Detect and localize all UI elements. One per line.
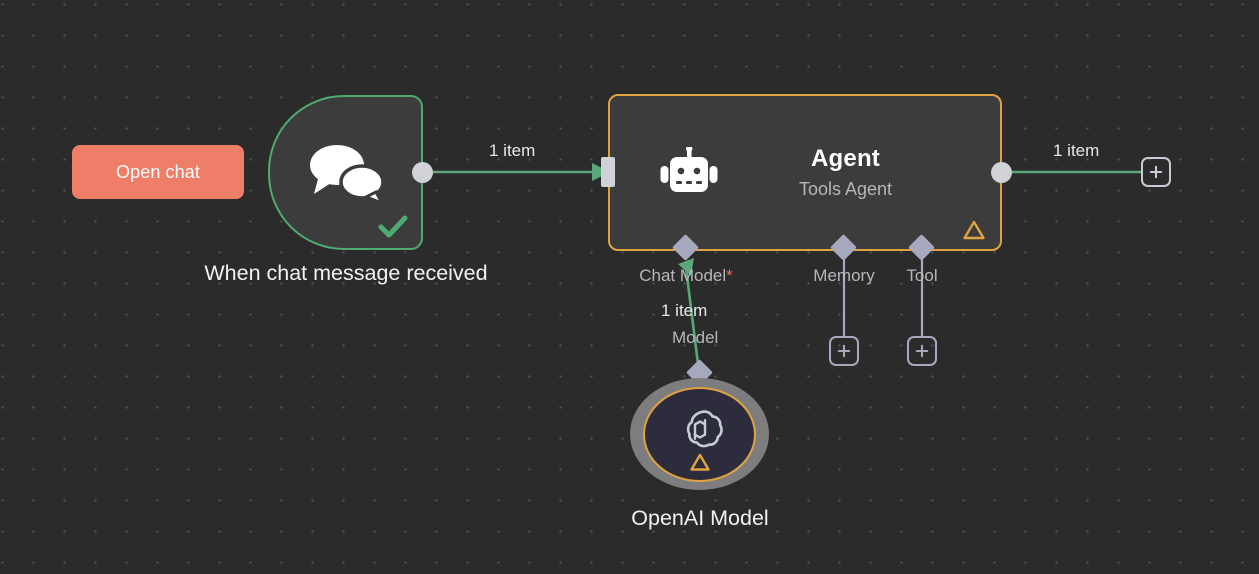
edge-label-trigger-to-agent: 1 item	[489, 141, 536, 160]
node-openai-model[interactable]	[630, 378, 769, 490]
chat-model-label-text: Chat Model	[639, 266, 727, 285]
openai-logo-icon	[676, 406, 724, 454]
node-label-trigger: When chat message received	[204, 261, 488, 285]
agent-port-label-chat-model: Chat Model*	[586, 266, 786, 286]
agent-port-label-tool: Tool	[906, 266, 938, 285]
agent-input-port[interactable]	[601, 157, 615, 187]
open-chat-button[interactable]: Open chat	[72, 145, 244, 199]
edge-label-model-items: 1 item	[661, 301, 708, 320]
add-node-button-output[interactable]	[1141, 157, 1171, 187]
node-label-openai-model: OpenAI Model	[631, 506, 769, 530]
agent-title: Agent	[811, 144, 880, 172]
chat-bubbles-icon	[304, 142, 388, 206]
edge-label-agent-output: 1 item	[1053, 141, 1100, 160]
plus-icon	[837, 344, 851, 358]
agent-port-label-memory: Memory	[813, 266, 875, 285]
edge-label-model-type: Model	[672, 328, 719, 347]
node-when-chat-message-received[interactable]	[268, 95, 423, 250]
add-node-button-memory[interactable]	[829, 336, 859, 366]
node-agent[interactable]: Agent Tools Agent	[608, 94, 1002, 251]
check-icon	[378, 214, 408, 240]
trigger-output-port[interactable]	[412, 162, 433, 183]
plus-icon	[1149, 165, 1163, 179]
agent-output-port[interactable]	[991, 162, 1012, 183]
robot-icon	[659, 145, 719, 199]
plus-icon	[915, 344, 929, 358]
add-node-button-tool[interactable]	[907, 336, 937, 366]
required-marker: *	[726, 266, 733, 285]
warning-triangle-icon	[689, 452, 711, 472]
agent-subtitle: Tools Agent	[798, 178, 893, 199]
warning-triangle-icon	[962, 219, 986, 241]
